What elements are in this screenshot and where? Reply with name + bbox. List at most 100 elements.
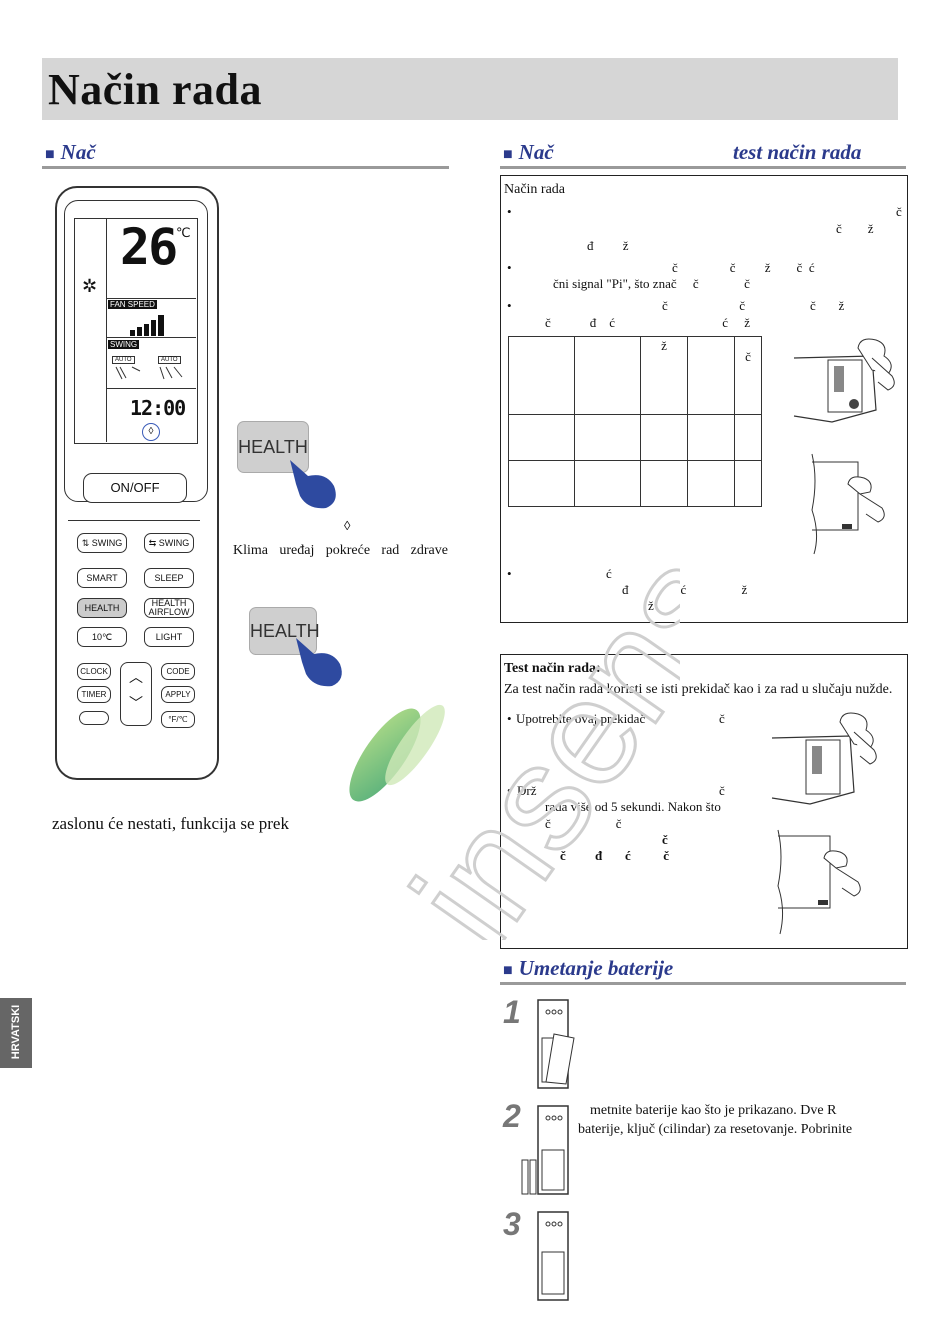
swing-h-icon: ⇆: [148, 538, 159, 548]
box1-line2: č ž: [836, 221, 874, 236]
box1-line1: č: [896, 204, 902, 219]
right-heading-part1: Nač: [518, 140, 554, 164]
remote-back-illustration-3: [537, 1211, 569, 1301]
test-bullet2-line2: rada više od 5 sekundi. Nakon što: [545, 799, 721, 814]
ten-c-button[interactable]: 10℃: [77, 627, 127, 647]
indoor-unit-illustration-3: [771, 712, 877, 805]
table-cell: [734, 460, 762, 507]
table-cell: [687, 414, 735, 461]
side-tab-label: HRVATSKI: [10, 1004, 22, 1060]
swing-h-label: SWING: [158, 538, 190, 548]
health-leaf-symbol: ◊: [344, 518, 351, 533]
box1-line7: č đ ć ć ž: [545, 315, 751, 330]
battery-heading-text: Umetanje baterije: [518, 956, 674, 980]
left-heading-text: Nač: [60, 140, 96, 164]
light-button[interactable]: LIGHT: [144, 627, 194, 647]
swing-v-icon: ⇅: [81, 538, 92, 548]
clock-button[interactable]: CLOCK: [77, 663, 111, 680]
sleep-button[interactable]: SLEEP: [144, 568, 194, 588]
onoff-button[interactable]: ON/OFF: [83, 473, 187, 503]
temp-updown-button[interactable]: ︿ ﹀: [120, 662, 152, 726]
left-section-heading: ■ Nač: [45, 140, 96, 165]
test-mode-intro: Za test način rada koristi se isti preki…: [504, 682, 893, 697]
square-bullet-icon-3: ■: [503, 962, 513, 979]
swing-horizontal-button[interactable]: ⇆ SWING: [144, 533, 194, 553]
swing-vertical-button[interactable]: ⇅ SWING: [77, 533, 127, 553]
battery-heading-rule: [500, 982, 906, 985]
box1-title: Način rada: [504, 182, 566, 197]
lcd-clock: 12:00: [130, 396, 186, 420]
test-bullet2-line3: č č: [545, 816, 622, 831]
table-cell: [687, 460, 735, 507]
health-button[interactable]: HEALTH: [77, 598, 127, 618]
box1-line8: ć: [606, 566, 612, 581]
battery-section-heading: ■ Umetanje baterije: [503, 956, 673, 981]
step-number-2: 2: [503, 1098, 521, 1134]
test-bullet2-line4: č: [662, 832, 668, 847]
title-banner: Način rada: [42, 58, 898, 120]
bullet-dot-4: •: [507, 566, 512, 581]
lock-button[interactable]: [79, 711, 109, 725]
right-section-heading: ■ Nač test način rada: [503, 140, 903, 165]
chevron-down-icon: ﹀: [129, 695, 143, 711]
indoor-unit-illustration-2: [811, 453, 885, 555]
pointing-hand-icon-2: [296, 638, 342, 687]
table-cell-c: č: [734, 336, 762, 415]
swing-v-label: SWING: [91, 538, 123, 548]
right-heading-part2: test način rada: [733, 140, 862, 164]
chevron-up-icon: ︿: [129, 669, 143, 685]
code-button[interactable]: CODE: [161, 663, 195, 680]
fan-speed-bars-icon: [130, 315, 164, 336]
square-bullet-icon-2: ■: [503, 146, 513, 163]
fan-mode-icon: ✲: [82, 276, 98, 297]
lcd-line-1: [107, 298, 196, 299]
pointing-hand-icon: [290, 460, 336, 509]
table-cell: [574, 460, 641, 507]
health-airflow-line1: HEALTH: [151, 598, 187, 608]
remote-back-illustration-1: [537, 999, 575, 1089]
remote-back-illustration-2: [521, 1105, 569, 1195]
test-bullet2: Drž: [517, 783, 537, 798]
lcd-temp-unit: ℃: [176, 226, 191, 241]
bullet-dot-5: •: [507, 711, 512, 726]
square-bullet-icon: ■: [45, 146, 55, 163]
table-cell: [574, 414, 641, 461]
indoor-unit-illustration-1: [793, 338, 895, 423]
table-cell: [734, 414, 762, 461]
left-heading-rule: [42, 166, 449, 169]
lcd-temperature: 26: [120, 218, 178, 276]
box1-line10: ž: [648, 598, 654, 613]
swing-label: SWING: [108, 340, 140, 349]
unit-button[interactable]: °F/℃: [161, 711, 195, 728]
smart-button[interactable]: SMART: [77, 568, 127, 588]
step-number-1: 1: [503, 994, 521, 1030]
swing-louver-icon: [115, 366, 183, 380]
test-mode-title: Test način rada:: [504, 661, 601, 676]
lcd-line-2: [107, 337, 196, 338]
bullet-dot-6: •: [507, 783, 512, 798]
test-bullet2-line5: č đ ć č: [560, 848, 670, 863]
box1-line3: đ ž: [587, 238, 629, 253]
apply-button[interactable]: APPLY: [161, 686, 195, 703]
step2-text-line2: baterije, ključ (cilindar) za resetovanj…: [578, 1122, 853, 1137]
bullet-dot-2: •: [507, 260, 512, 275]
test-mode-box: [500, 654, 908, 949]
language-side-tab: HRVATSKI: [0, 998, 32, 1068]
step2-text-line1: metnite baterije kao što je prikazano. D…: [590, 1103, 837, 1118]
lcd-divider: [106, 218, 107, 442]
test-bullet2-c: č: [719, 783, 725, 798]
remote-lower-panel: [68, 520, 200, 733]
table-cell: [687, 336, 735, 415]
swing-auto-2: AUTO: [158, 356, 181, 364]
page-title: Način rada: [48, 65, 262, 114]
health-button-illustration-1: HEALTH: [238, 422, 308, 472]
timer-button[interactable]: TIMER: [77, 686, 111, 703]
test-bullet1: Upotrebite ovaj prekidač: [516, 711, 646, 726]
bullet-dot-3: •: [507, 298, 512, 313]
box1-line6: č č č ž: [662, 298, 845, 313]
remote-lcd: [74, 218, 198, 444]
health-press-text: Klima uređaj pokreće rad zdrave: [233, 543, 448, 558]
box1-line5: čni signal "Pi", što znač č č: [553, 276, 750, 291]
bullet-dot: •: [507, 204, 512, 219]
